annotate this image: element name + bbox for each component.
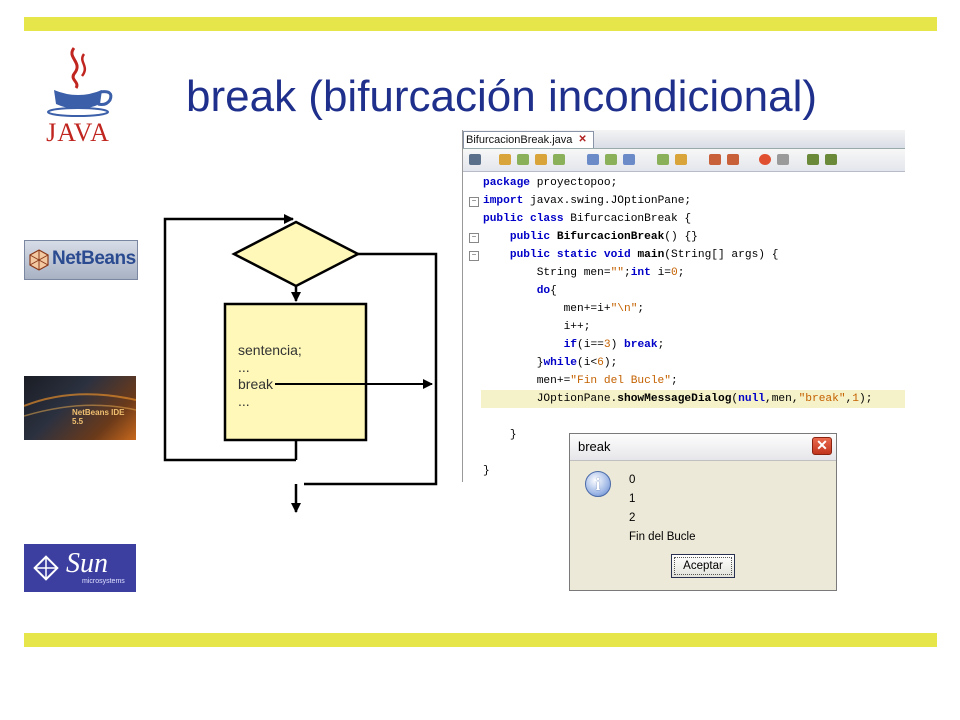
netbeans-logo: NetBeans: [24, 240, 138, 280]
current-line-highlight: [481, 390, 905, 408]
find-next-icon[interactable]: [553, 154, 565, 165]
shift-left-icon[interactable]: [657, 154, 669, 165]
netbeans-cube-icon: [29, 249, 49, 271]
code-line: package proyectopoo;: [483, 177, 618, 189]
dialog-message-line: 1: [629, 493, 636, 505]
code-line: public BifurcacionBreak() {}: [509, 231, 698, 243]
code-line: do{: [536, 285, 557, 297]
accept-button[interactable]: Aceptar: [671, 554, 735, 578]
back-icon[interactable]: [469, 154, 481, 165]
close-icon[interactable]: ✕: [812, 437, 832, 455]
code-line: men+="Fin del Bucle";: [483, 375, 678, 387]
dialog-message-line: 0: [629, 474, 636, 486]
splash-swoosh-icon: [24, 393, 136, 417]
shift-right-icon[interactable]: [675, 154, 687, 165]
loop-back-arrow: [163, 214, 296, 462]
code-line: public static void main(String[] args) {: [509, 249, 779, 261]
code-line: }while(i<6);: [483, 357, 618, 369]
toggle-highlight-icon[interactable]: [587, 154, 599, 165]
find-selection-icon[interactable]: [517, 154, 529, 165]
close-tab-icon[interactable]: ✕: [578, 134, 587, 145]
body-line: ...: [238, 359, 250, 375]
find-icon[interactable]: [499, 154, 511, 165]
code-fold-icon[interactable]: −: [469, 251, 479, 261]
stop-macro-icon[interactable]: [777, 154, 789, 165]
accept-button-focus: [674, 557, 732, 575]
editor-tabbar: BifurcacionBreak.java ✕: [463, 130, 905, 149]
code-line: if(i==3) break;: [563, 339, 665, 351]
body-line: sentencia;: [238, 342, 302, 358]
code-line: men+=i+"\n";: [483, 303, 645, 315]
sun-diamond-icon: [33, 555, 59, 581]
code-line: JOptionPane.showMessageDialog(null,men,"…: [483, 393, 873, 405]
sun-subtitle: microsystems: [82, 578, 125, 585]
dialog-message-line: Fin del Bucle: [629, 531, 696, 543]
dialog-titlebar[interactable]: break ✕: [570, 434, 836, 461]
code-line: i++;: [483, 321, 591, 333]
code-line: }: [483, 465, 490, 477]
find-previous-icon[interactable]: [535, 154, 547, 165]
comment-icon[interactable]: [709, 154, 721, 165]
end-pattern-icon[interactable]: [825, 154, 837, 165]
code-fold-icon[interactable]: −: [469, 233, 479, 243]
java-logo: JAVA: [36, 44, 120, 152]
code-line: String men="";int i=0;: [483, 267, 685, 279]
information-icon: i: [585, 471, 611, 497]
loop-body-text: sentencia; ... break ...: [238, 342, 302, 410]
netbeans-ide-label: NetBeans IDE 5.5: [72, 408, 125, 426]
netbeans-wordmark: NetBeans: [52, 248, 136, 269]
code-line: public class BifurcacionBreak {: [483, 213, 692, 225]
accept-button-label: Aceptar: [683, 560, 723, 572]
bottom-accent-bar: [24, 633, 937, 647]
code-fold-icon[interactable]: −: [469, 197, 479, 207]
sun-logo: Sun microsystems: [24, 544, 136, 592]
ide-editor: BifurcacionBreak.java ✕ package proyecto…: [462, 130, 905, 482]
top-accent-bar: [24, 17, 937, 31]
slide-title: break (bifurcación incondicional): [186, 72, 817, 121]
record-macro-icon[interactable]: [759, 154, 771, 165]
dialog-title: break: [578, 439, 611, 454]
body-line: break: [238, 376, 274, 392]
code-line: }: [483, 429, 517, 441]
body-line: ...: [238, 393, 250, 409]
message-dialog: break ✕ i 0 1 2 Fin del Bucle Aceptar: [569, 433, 837, 591]
editor-tab[interactable]: BifurcacionBreak.java ✕: [463, 131, 594, 148]
uncomment-icon[interactable]: [727, 154, 739, 165]
previous-bookmark-icon[interactable]: [605, 154, 617, 165]
break-flowchart: [163, 214, 438, 513]
java-wordmark: JAVA: [46, 118, 110, 147]
editor-tab-label: BifurcacionBreak.java: [466, 134, 573, 146]
start-pattern-icon[interactable]: [807, 154, 819, 165]
exit-path: [304, 252, 438, 486]
dialog-message-line: 2: [629, 512, 636, 524]
sun-wordmark: Sun: [66, 548, 108, 579]
code-line: import javax.swing.JOptionPane;: [483, 195, 692, 207]
loop-body-box: [223, 302, 368, 442]
netbeans-ide-splash: NetBeans IDE 5.5: [24, 376, 136, 440]
java-cup-icon: [47, 47, 113, 117]
next-bookmark-icon[interactable]: [623, 154, 635, 165]
editor-toolbar: [463, 149, 905, 172]
condition-diamond: [231, 220, 361, 288]
